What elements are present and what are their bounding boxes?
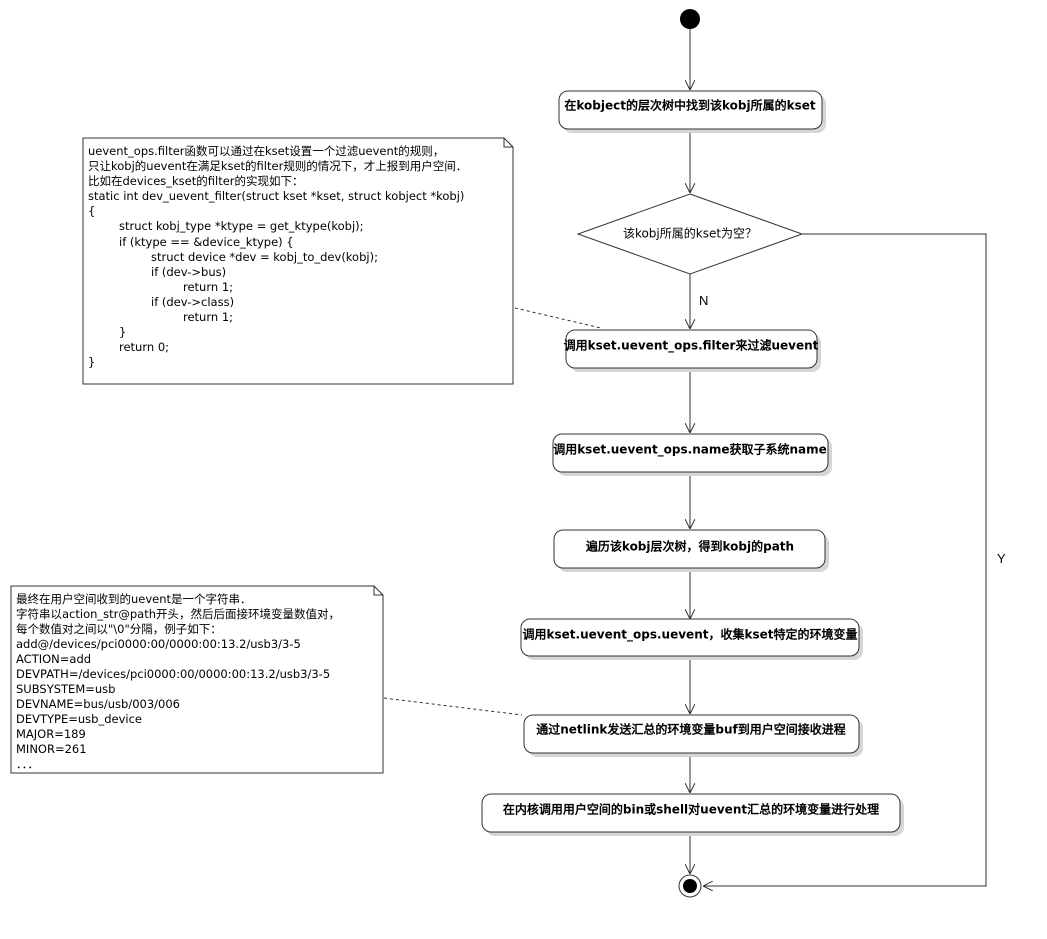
action-find-kset-label: 在kobject的层次树中找到该kobj所属的kset: [564, 98, 815, 113]
action-path-label: 遍历该kobj层次树，得到kobj的path: [585, 539, 794, 554]
decision-kset-empty: 该kobj所属的kset为空？: [576, 193, 804, 275]
note-filter-line: return 1;: [183, 280, 233, 294]
note-uevent-line: ACTION=add: [16, 652, 91, 666]
note-filter-line: return 0;: [119, 340, 169, 354]
edge-decision-yes: [703, 233, 987, 886]
note-filter-line: if (ktype == &device_ktype) {: [119, 235, 294, 249]
start-node: [680, 9, 700, 29]
action-uevent: 调用kset.uevent_ops.uevent，收集kset特定的环境变量: [520, 618, 863, 660]
action-find-kset: 在kobject的层次树中找到该kobj所属的kset: [558, 90, 826, 133]
end-node: [678, 874, 702, 898]
note-uevent-line: DEVNAME=bus/usb/003/006: [16, 697, 180, 711]
note-uevent-line: 最终在用户空间收到的uevent是一个字符串．: [16, 592, 252, 606]
note-filter-line: }: [119, 325, 126, 339]
note-uevent-line: SUBSYSTEM=usb: [16, 682, 115, 696]
note-uevent-line: 字符串以action_str@path开头，然后后面接环境变量数值对，: [16, 607, 340, 621]
action-handle: 在内核调用用户空间的bin或shell对uevent汇总的环境变量进行处理: [481, 793, 904, 836]
action-name: 调用kset.uevent_ops.name获取子系统name: [552, 433, 832, 476]
note-filter-line: uevent_ops.filter函数可以通过在kset设置一个过滤uevent…: [88, 144, 444, 158]
note-anchor-netlink: [383, 697, 523, 716]
note-filter-line: struct kobj_type *ktype = get_ktype(kobj…: [119, 219, 364, 233]
action-name-label: 调用kset.uevent_ops.name获取子系统name: [553, 442, 827, 458]
action-filter-label: 调用kset.uevent_ops.filter来过滤uevent: [564, 338, 819, 354]
action-uevent-label: 调用kset.uevent_ops.uevent，收集kset特定的环境变量: [523, 627, 858, 643]
note-filter-line: if (dev->class): [151, 295, 234, 309]
note-uevent-line: MINOR=261: [16, 742, 87, 756]
action-netlink-label: 通过netlink发送汇总的环境变量buf到用户空间接收进程: [536, 722, 846, 737]
note-filter-line: static int dev_uevent_filter(struct kset…: [88, 189, 464, 203]
note-uevent-line: MAJOR=189: [16, 727, 86, 741]
note-uevent-line: 每个数值对之间以"\0"分隔，例子如下：: [16, 622, 222, 636]
branch-no-label: N: [699, 293, 708, 308]
decision-label: 该kobj所属的kset为空？: [623, 226, 757, 241]
note-filter-line: }: [88, 355, 95, 369]
action-path: 遍历该kobj层次树，得到kobj的path: [553, 529, 829, 572]
note-uevent-line: add@/devices/pci0000:00/0000:00:13.2/usb…: [16, 637, 301, 651]
note-filter-line: 只让kobj的uevent在满足kset的filter规则的情况下，才上报到用户…: [88, 159, 467, 173]
action-filter: 调用kset.uevent_ops.filter来过滤uevent: [564, 329, 821, 372]
note-filter: uevent_ops.filter函数可以通过在kset设置一个过滤uevent…: [82, 137, 514, 385]
note-filter-line: {: [88, 204, 95, 218]
note-filter-line: if (dev->bus): [151, 265, 226, 279]
note-filter-line: struct device *dev = kobj_to_dev(kobj);: [151, 250, 378, 264]
note-uevent-line: DEVTYPE=usb_device: [16, 712, 142, 726]
note-filter-line: return 1;: [183, 310, 233, 324]
note-filter-line: 比如在devices_kset的filter的实现如下：: [88, 174, 304, 188]
action-handle-label: 在内核调用用户空间的bin或shell对uevent汇总的环境变量进行处理: [503, 802, 879, 817]
note-uevent-line: DEVPATH=/devices/pci0000:00/0000:00:13.2…: [16, 667, 330, 681]
note-anchor-filter: [514, 307, 602, 329]
action-netlink: 通过netlink发送汇总的环境变量buf到用户空间接收进程: [523, 714, 863, 757]
branch-yes-label: Y: [997, 551, 1006, 566]
note-uevent-line: ．．．: [16, 757, 39, 771]
edges: [690, 29, 987, 886]
note-uevent: 最终在用户空间收到的uevent是一个字符串． 字符串以action_str@p…: [10, 585, 384, 774]
